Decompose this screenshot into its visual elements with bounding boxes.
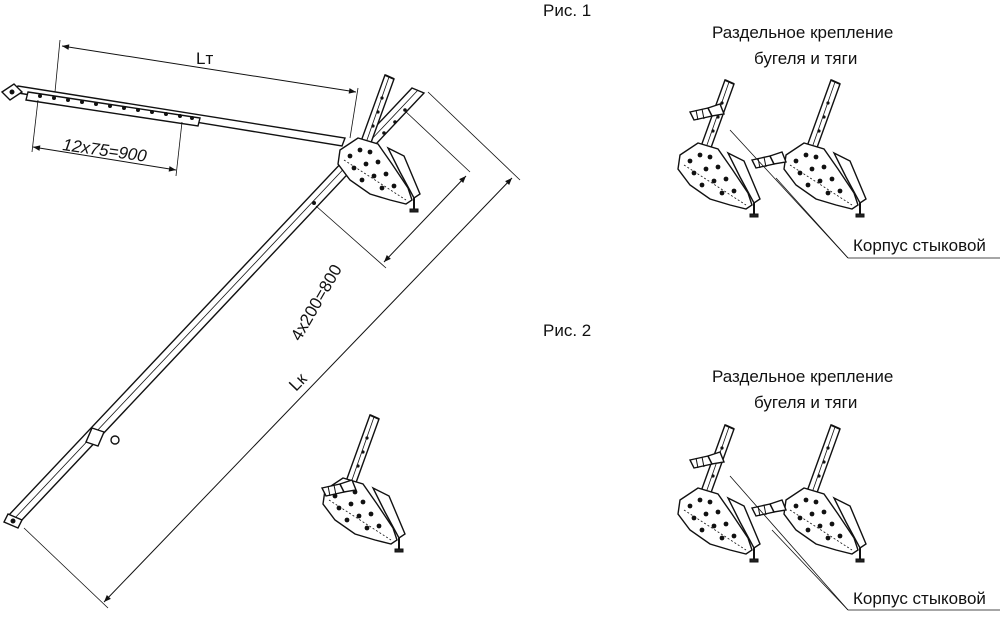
dim-lt-label: Lт (196, 49, 213, 68)
fig1-caption-line2: бугеля и тяги (754, 49, 857, 68)
fig1-left-assembly (677, 79, 761, 218)
bracket-small-view (321, 414, 406, 553)
dim-lt: Lт (54, 39, 359, 139)
dim-holes-mast-label: 4x200=800 (287, 261, 346, 344)
fig2-leaders (729, 475, 1000, 611)
fig2-left-assembly (677, 424, 761, 563)
fig2-right-assembly (751, 424, 867, 563)
fig2-housing-label: Корпус стыковой (853, 589, 986, 608)
fig1-housing-label: Корпус стыковой (853, 236, 986, 255)
tie-rod-holes (38, 94, 194, 120)
fig2-caption-line1: Раздельное крепление (712, 367, 893, 386)
fig1-caption-line1: Раздельное крепление (712, 23, 893, 42)
fig1-leaders (729, 129, 1000, 259)
fig1-label: Рис. 1 (543, 1, 591, 20)
fig1-right-assembly (751, 79, 867, 218)
tie-rod-sleeve (25, 91, 201, 127)
fig2-caption-line2: бугеля и тяги (754, 393, 857, 412)
dim-lk: Lк (23, 91, 521, 609)
fig2-label: Рис. 2 (543, 321, 591, 340)
dim-holes-rod-label: 12x75=900 (61, 135, 148, 166)
mast-clamp (85, 427, 105, 447)
